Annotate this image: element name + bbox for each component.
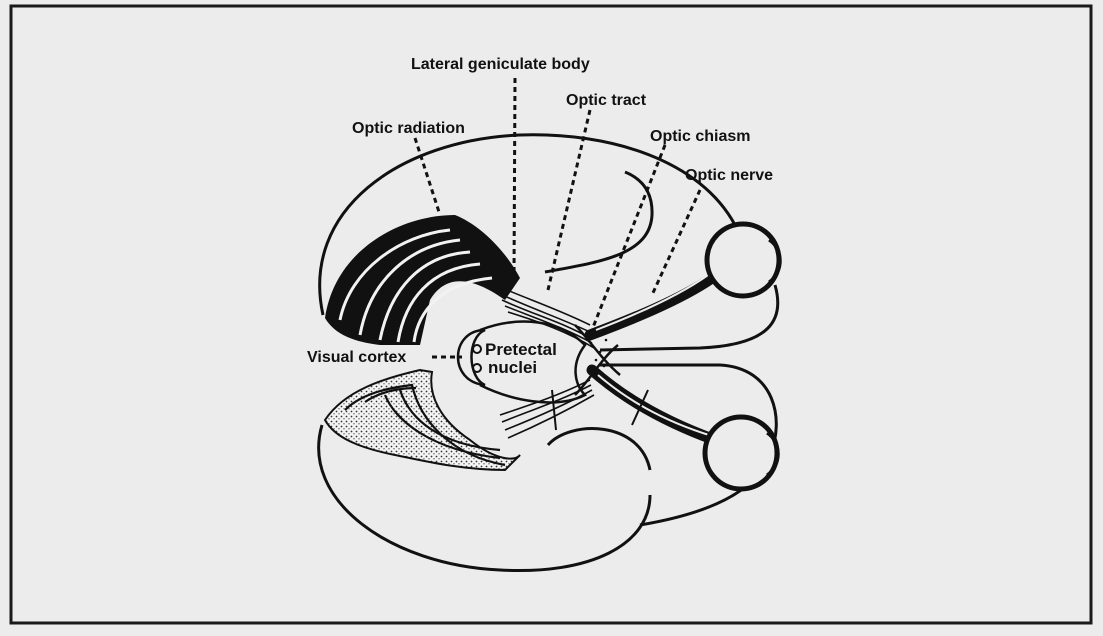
label-optic-tract: Optic tract xyxy=(566,92,647,109)
leader-optic-nerve xyxy=(652,190,700,295)
figure-frame xyxy=(11,6,1091,623)
label-lateral-geniculate-body: Lateral geniculate body xyxy=(411,56,590,73)
label-pretectal: Pretectal xyxy=(485,340,557,359)
label-optic-nerve: Optic nerve xyxy=(685,167,773,184)
lower-optic-radiation-fan xyxy=(325,370,520,470)
label-visual-cortex: Visual cortex xyxy=(307,349,406,366)
upper-eye xyxy=(707,224,780,296)
label-optic-radiation: Optic radiation xyxy=(352,120,465,137)
visual-cortex-crescent xyxy=(458,330,485,385)
pretectal-nucleus-lower xyxy=(473,364,481,372)
lower-hemisphere-inner-lobe xyxy=(548,429,650,470)
label-nuclei: nuclei xyxy=(488,358,537,377)
leader-lateral-geniculate-body xyxy=(514,78,515,275)
lower-eye xyxy=(705,417,778,489)
label-optic-chiasm: Optic chiasm xyxy=(650,128,750,145)
pretectal-nucleus-upper xyxy=(473,345,481,353)
